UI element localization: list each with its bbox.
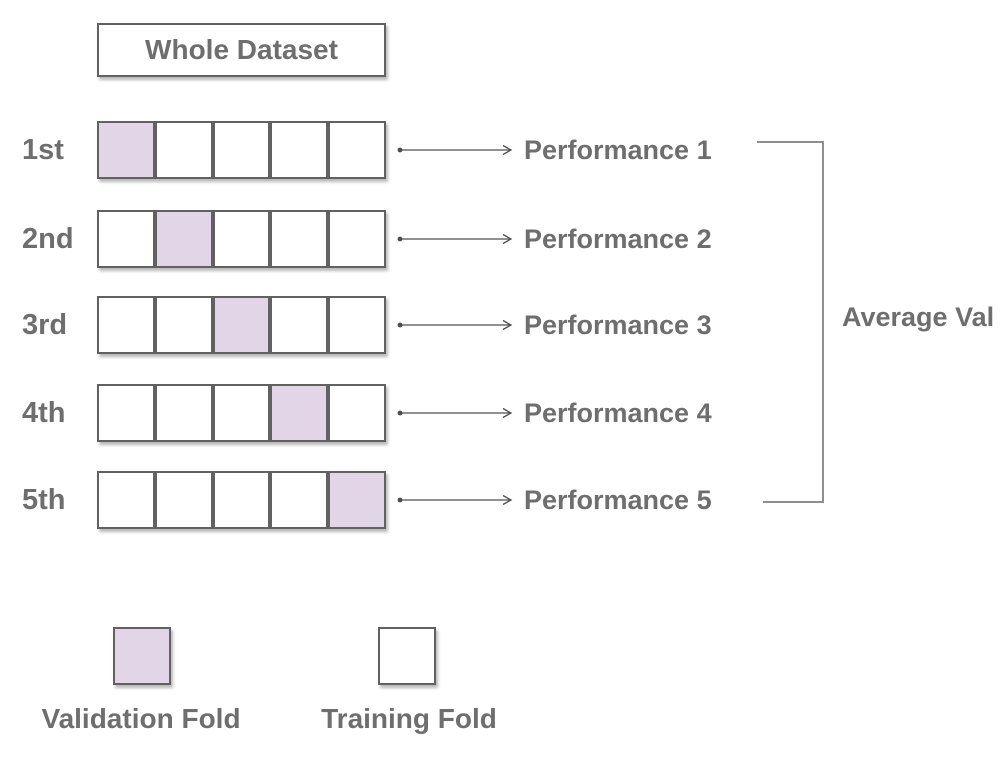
left-right-arrow-icon [397,494,513,506]
fold-cell [212,296,271,354]
fold-cell [328,296,386,354]
fold-row-5: 5th Performance 5 [0,471,1004,529]
fold-cell [270,296,329,354]
fold-row-4-cells [97,384,386,442]
validation-fold-label: Validation Fold [41,703,241,734]
fold-cell [97,471,155,529]
bracket-top-line [757,141,824,143]
left-right-arrow-icon [397,407,513,419]
fold-cell [97,384,155,442]
fold-cell [212,210,271,268]
fold-row-4: 4th Performance 4 [0,384,1004,442]
fold-cell [328,121,386,179]
fold-cell [154,210,213,268]
fold-cell [328,210,386,268]
fold-row-2-cells [97,210,386,268]
fold-row-2: 2nd Performance 2 [0,210,1004,268]
fold-row-1: 1st Performance 1 [0,121,1004,179]
left-right-arrow-icon [397,319,513,331]
fold-cell [154,384,213,442]
performance-5-label: Performance 5 [524,484,712,515]
training-fold-swatch [378,627,436,685]
fold-cell [154,121,213,179]
fold-row-3-cells [97,296,386,354]
fold-cell [328,471,386,529]
fold-cell [97,121,155,179]
fold-cell [270,384,329,442]
fold-cell [212,384,271,442]
fold-row-5-cells [97,471,386,529]
fold-row-1-label: 1st [22,133,64,166]
left-right-arrow-icon [397,233,513,245]
fold-row-2-label: 2nd [22,222,74,255]
bracket-vertical-line [822,141,824,503]
fold-row-5-label: 5th [22,483,66,516]
average-validation-label: Average Val [842,302,995,332]
fold-row-1-cells [97,121,386,179]
fold-cell [97,296,155,354]
fold-cell [212,121,271,179]
validation-fold-swatch [113,627,171,685]
left-right-arrow-icon [397,144,513,156]
performance-3-label: Performance 3 [524,309,712,340]
bracket-bottom-line [763,501,824,503]
performance-2-label: Performance 2 [524,223,712,254]
fold-cell [154,471,213,529]
fold-cell [270,210,329,268]
training-fold-label: Training Fold [321,703,497,734]
performance-1-label: Performance 1 [524,134,712,165]
fold-row-3-label: 3rd [22,308,68,341]
performance-4-label: Performance 4 [524,397,712,428]
fold-cell [154,296,213,354]
fold-cell [270,121,329,179]
fold-cell [328,384,386,442]
fold-cell [270,471,329,529]
fold-row-4-label: 4th [22,396,66,429]
fold-cell [97,210,155,268]
whole-dataset-label: Whole Dataset [145,34,338,65]
fold-row-3: 3rd Performance 3 [0,296,1004,354]
whole-dataset-box: Whole Dataset [97,23,386,77]
fold-cell [212,471,271,529]
